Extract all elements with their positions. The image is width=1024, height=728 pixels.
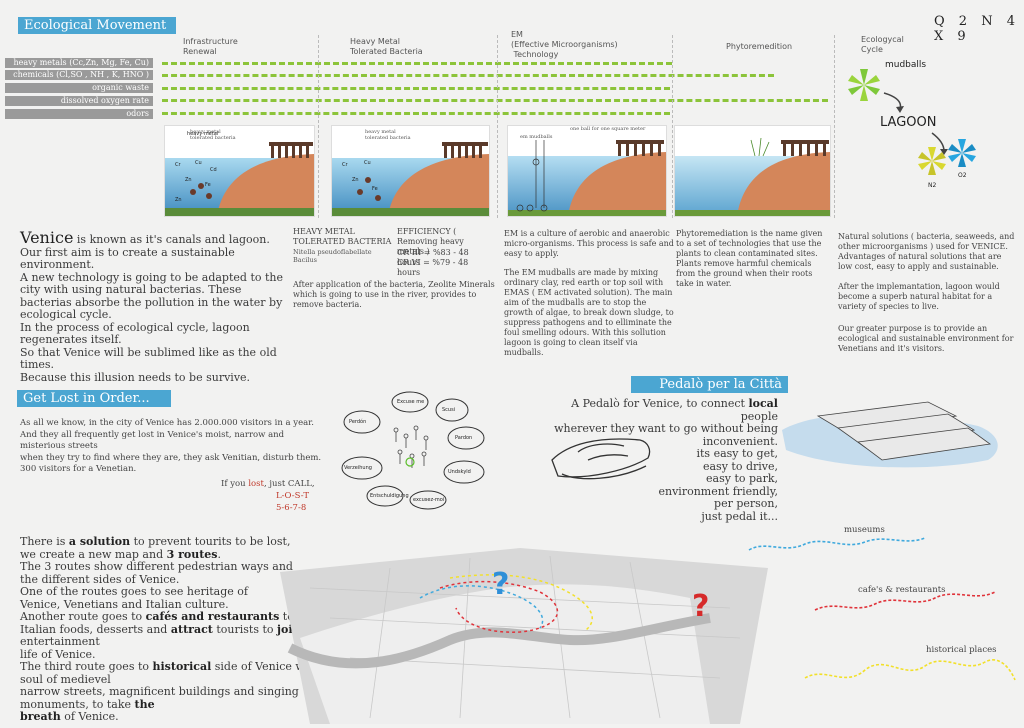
treatment-line [162,112,670,115]
route-label-cafes: cafe's & restaurants [858,585,946,595]
svg-text:Cu: Cu [195,160,202,166]
stage-header: EM (Effective Microorganisms) Technology [511,30,618,59]
venice-lead: Venice [20,228,74,247]
cycle-label-lagoon: LAGOON [880,115,937,130]
bacteria-species: Nitella pseudoflabellate Bacilus [293,248,372,264]
svg-text:Cr: Cr [175,162,181,168]
lost-text: As all we know, in the city of Venice ha… [20,418,322,474]
illustration-label: one ball for one square meter [570,126,646,132]
bubble-word: excusez-moi [413,497,445,503]
stage-header: Phytoremedition [726,42,793,51]
bubble-word: Entschuldigung [370,493,409,499]
cycle-label-mudballs: mudballs [885,60,927,70]
pedalo-sketch [548,430,656,492]
section-title-ecological: Ecological Movement [18,17,176,34]
illustration-label: heavy metal tolerated bacteria [365,129,411,141]
efficiency-cr6: CR VI = %79 - 48 hours [397,258,469,277]
svg-text:Cu: Cu [364,160,371,166]
svg-text:?: ? [692,589,709,624]
bacteria-after: After application of the bacteria, Zeoli… [293,280,495,309]
stage-header: Ecologycal Cycle [861,35,904,54]
cycle-label-n2: N2 [928,182,937,189]
svg-text:Cd: Cd [210,167,217,173]
section-title-lost: Get Lost in Order... [17,390,171,407]
illustration-label: heavy metal tolerated bacteria [190,129,236,141]
stage-divider [834,35,835,218]
svg-text:Fe: Fe [205,182,211,188]
bubble-word: Scusi [442,407,456,413]
category-bar: chemicals (Cl,SO , NH , K, HNO ) [5,70,153,80]
stage-divider [497,35,498,218]
route-label-historical: historical places [926,645,997,655]
pedalo-text: A Pedalò for Venice, to connect local pe… [554,397,778,523]
excuse-me-bubbles [340,390,490,510]
em-detail: The EM mudballs are made by mixing ordin… [504,268,674,357]
natural-habitat: After the implemantation, lagoon would b… [838,282,1000,311]
bubble-word: Excuse me [397,399,425,405]
illustration-label: em mudballs [520,134,553,140]
venice-route-map[interactable]: ? ? [270,528,770,724]
category-bar: dissolved oxygen rate [5,96,153,106]
call-number-digits: 5-6-7-8 [276,503,307,513]
category-bar: heavy metals (Cc,Zn, Mg, Fe, Cu) [5,58,153,68]
bubble-word: Perdón [349,419,367,425]
section-title-pedalo: Pedalò per la Città [631,376,788,393]
bubble-word: Verzeihung [344,465,372,471]
svg-text:Zn: Zn [352,177,359,183]
treatment-line [162,74,774,77]
bubble-word: Pardon [455,435,473,441]
natural-purpose: Our greater purpose is to provide an eco… [838,324,1014,353]
svg-text:Cr: Cr [342,162,348,168]
svg-text:Zn: Zn [185,177,192,183]
em-intro: EM is a culture of aerobic and anaerobic… [504,229,674,258]
stage-header: Infrastructure Renewal [183,37,238,56]
stage-divider [318,35,319,218]
route-label-museums: museums [844,525,885,535]
phyto-text: Phytoremediation is the name given to a … [676,229,823,288]
efficiency-cr3: CR III = %83 - 48 hours [397,248,469,267]
ecological-cycle-diagram [840,55,1020,215]
svg-text:?: ? [492,567,509,602]
svg-text:heavy metal: heavy metal [187,131,218,137]
category-bar: organic waste [5,83,153,93]
efficiency-title: EFFICIENCY ( Removing heavy metals ) [397,227,464,256]
route-legend [745,520,1020,720]
lost-call: If you lost, just CALL, [221,479,315,489]
stage-divider [672,35,673,218]
pedalo-watercolor [778,390,1006,472]
category-bar: odors [5,109,153,119]
call-number-letters: L-O-S-T [276,491,310,501]
svg-text:Fe: Fe [372,186,378,192]
illustration-phyto [674,125,831,217]
bubble-word: Undskyld [448,469,471,475]
svg-text:Zn: Zn [175,197,182,203]
bacteria-title: HEAVY METAL TOLERATED BACTERIA [293,227,392,246]
treatment-line [162,99,828,102]
natural-solutions: Natural solutions ( bacteria, seaweeds, … [838,232,1015,271]
stage-header: Heavy Metal Tolerated Bacteria [350,37,423,56]
treatment-line [162,62,672,65]
project-code: Q 2 N 4 X 9 [934,14,1020,44]
venice-text: is known as it's canals and lagoon. Our … [20,233,283,384]
bubble-words: Excuse me Scusi Perdón Pardon Verzeihung… [340,390,490,510]
treatment-line [162,87,670,90]
illustration-em [507,125,667,217]
venice-intro: Venice is known as it's canals and lagoo… [20,230,292,384]
cycle-label-o2: O2 [958,172,967,179]
